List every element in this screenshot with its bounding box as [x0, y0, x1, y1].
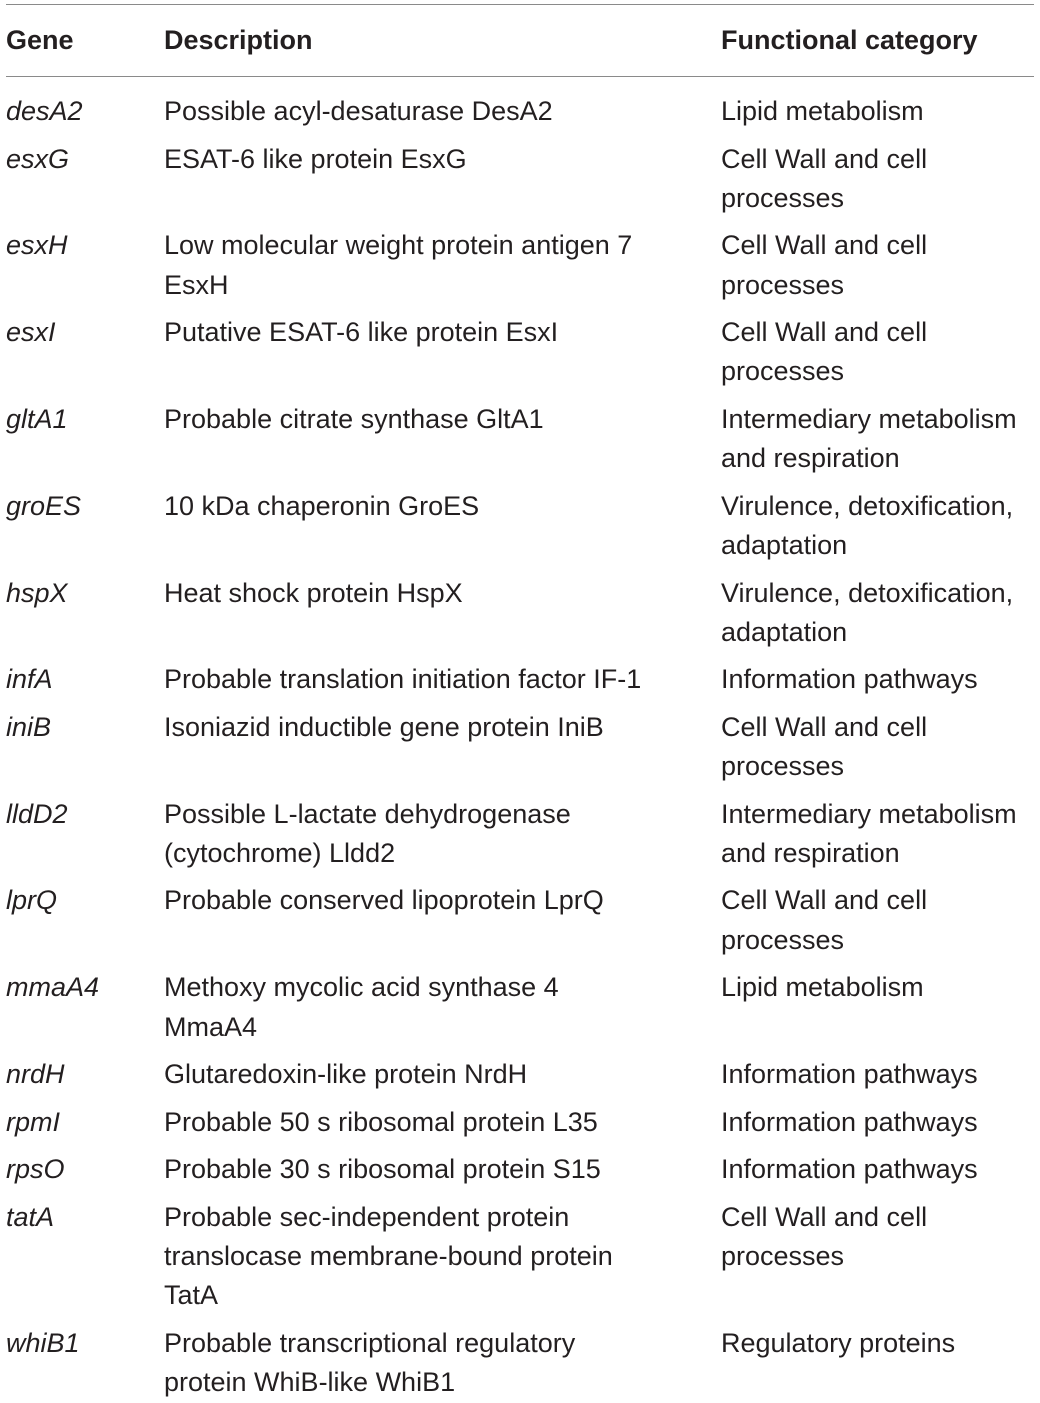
functional-category: Cell Wall and cell	[721, 711, 928, 742]
gene-description: Probable transcriptional regulatory	[164, 1327, 576, 1358]
header-description: Description	[164, 25, 313, 55]
gene-name: groES	[6, 490, 82, 521]
functional-category: processes	[721, 924, 845, 955]
functional-category: Lipid metabolism	[721, 972, 924, 1003]
gene-name: esxG	[6, 143, 70, 174]
gene-description: Glutaredoxin-like protein NrdH	[164, 1059, 528, 1089]
functional-category: Information pathways	[721, 1059, 978, 1089]
functional-category: processes	[721, 1240, 845, 1271]
gene-name: rpsO	[6, 1154, 65, 1184]
gene-description: EsxH	[164, 269, 229, 300]
functional-category: and respiration	[721, 443, 900, 474]
gene-description: ESAT-6 like protein EsxG	[164, 143, 467, 174]
gene-name: tatA	[6, 1201, 55, 1232]
header-rule	[6, 76, 1034, 77]
table-top-rule	[6, 4, 1034, 5]
functional-category: Virulence, detoxification,	[721, 577, 1014, 608]
functional-category: Lipid metabolism	[721, 96, 924, 126]
gene-name: desA2	[6, 96, 83, 126]
gene-name: esxI	[6, 317, 56, 348]
functional-category: Intermediary metabolism	[721, 798, 1017, 829]
gene-description: Heat shock protein HspX	[164, 577, 463, 608]
functional-category: and respiration	[721, 837, 900, 868]
gene-description: Putative ESAT-6 like protein EsxI	[164, 317, 559, 348]
gene-description: Possible L-lactate dehydrogenase	[164, 798, 571, 829]
gene-description: Probable sec-independent protein	[164, 1201, 570, 1232]
functional-category: adaptation	[721, 616, 848, 647]
functional-category: processes	[721, 269, 845, 300]
gene-name: gltA1	[6, 403, 68, 434]
gene-name: mmaA4	[6, 972, 100, 1003]
gene-name: nrdH	[6, 1059, 65, 1089]
functional-category: Intermediary metabolism	[721, 403, 1017, 434]
gene-name: esxH	[6, 230, 68, 261]
gene-description: Possible acyl-desaturase DesA2	[164, 96, 553, 126]
gene-description: Probable conserved lipoprotein LprQ	[164, 885, 604, 916]
functional-category: Information pathways	[721, 1154, 978, 1184]
gene-description: protein WhiB-like WhiB1	[164, 1366, 456, 1397]
header-gene: Gene	[6, 25, 74, 55]
functional-category: adaptation	[721, 530, 848, 560]
gene-name: infA	[6, 664, 53, 695]
functional-category: processes	[721, 182, 845, 213]
gene-description: Isoniazid inductible gene protein IniB	[164, 711, 604, 742]
functional-category: Cell Wall and cell	[721, 317, 928, 348]
functional-category: Information pathways	[721, 664, 978, 695]
gene-description: (cytochrome) Lldd2	[164, 837, 396, 868]
functional-category: Information pathways	[721, 1106, 978, 1137]
functional-category: processes	[721, 751, 845, 782]
functional-category: Virulence, detoxification,	[721, 490, 1014, 521]
gene-name: iniB	[6, 711, 52, 742]
functional-category: Cell Wall and cell	[721, 143, 928, 174]
functional-category: processes	[721, 356, 845, 387]
functional-category: Cell Wall and cell	[721, 885, 928, 916]
gene-name: lprQ	[6, 885, 58, 916]
header-functional-category: Functional category	[721, 25, 978, 55]
gene-name: whiB1	[6, 1327, 80, 1358]
gene-description: Probable translation initiation factor I…	[164, 664, 642, 695]
gene-description: translocase membrane-bound protein	[164, 1240, 613, 1271]
gene-name: lldD2	[6, 798, 68, 829]
gene-description: Methoxy mycolic acid synthase 4	[164, 972, 559, 1003]
gene-description: 10 kDa chaperonin GroES	[164, 490, 480, 521]
gene-description: MmaA4	[164, 1011, 258, 1042]
gene-description: Probable citrate synthase GltA1	[164, 403, 544, 434]
functional-category: Cell Wall and cell	[721, 1201, 928, 1232]
gene-description: Probable 30 s ribosomal protein S15	[164, 1154, 601, 1184]
gene-name: rpmI	[6, 1106, 60, 1137]
gene-description: Low molecular weight protein antigen 7	[164, 230, 633, 261]
functional-category: Regulatory proteins	[721, 1327, 956, 1358]
gene-name: hspX	[6, 577, 68, 608]
functional-category: Cell Wall and cell	[721, 230, 928, 261]
gene-description: TatA	[164, 1280, 219, 1311]
gene-description: Probable 50 s ribosomal protein L35	[164, 1106, 598, 1137]
